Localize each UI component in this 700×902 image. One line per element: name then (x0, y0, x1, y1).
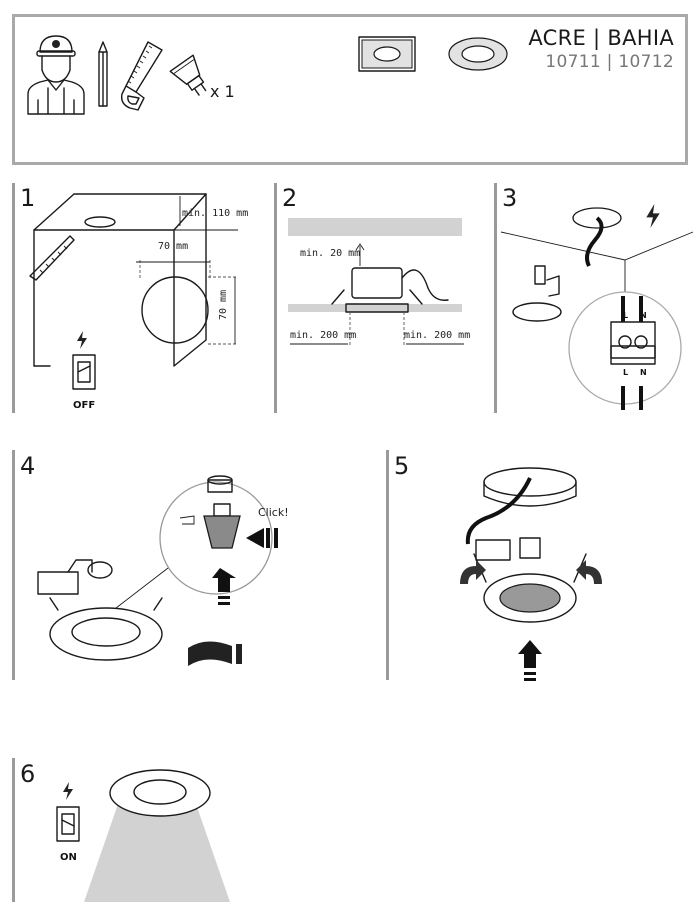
lightning-icon (646, 204, 660, 228)
step-1-number: 1 (20, 184, 36, 212)
step-2-number: 2 (282, 184, 298, 212)
switch-icon (72, 354, 96, 390)
terminal-bottom-l: L (623, 368, 629, 377)
switch-off-label: OFF (73, 400, 96, 411)
switch-icon (56, 806, 80, 842)
gu10-bulb-icon (169, 54, 207, 96)
worker-icon (27, 35, 85, 115)
product-codes: 10711 | 10712 (545, 52, 674, 72)
cutout-width-label: 70 mm (158, 241, 189, 252)
min-depth-label: min. 110 mm (182, 208, 249, 219)
min-clearance-top-label: min. 20 mm (300, 248, 361, 259)
round-downlight-icon (448, 37, 508, 71)
cutout-height-label: 70 mm (218, 289, 229, 320)
step-6-number: 6 (20, 760, 36, 788)
step-3-bar (494, 183, 497, 413)
step-6-bar (12, 758, 15, 902)
step-1-ceiling-diagram (33, 193, 238, 367)
saw-icon (120, 41, 163, 111)
saw-icon (29, 235, 75, 281)
lightning-icon (77, 331, 87, 349)
step-3-number: 3 (502, 184, 518, 212)
min-side-left-label: min. 200 mm (290, 330, 357, 341)
square-downlight-icon (358, 36, 416, 72)
downlight-on-icon (109, 769, 211, 817)
terminal-top-l: L (623, 311, 629, 320)
product-title: ACRE | BAHIA (528, 26, 674, 50)
min-side-right-label: min. 200 mm (404, 330, 471, 341)
lightning-icon (63, 782, 73, 800)
step-5-mount-diagram (460, 467, 602, 681)
light-beam (84, 804, 230, 902)
step-2-install-diagram (288, 218, 464, 346)
step-4-lamp-insert-diagram (37, 475, 278, 666)
terminal-top-n: N (640, 311, 647, 320)
switch-on-label: ON (60, 852, 77, 863)
step-4-number: 4 (20, 452, 36, 480)
step-5-number: 5 (394, 452, 410, 480)
step-3-wiring-diagram (500, 207, 694, 410)
step-1-bar (12, 183, 15, 413)
header-box (12, 14, 688, 165)
step-4-bar (12, 450, 15, 680)
terminal-bottom-n: N (640, 368, 647, 377)
quantity-label: x 1 (210, 82, 235, 101)
step-2-bar (274, 183, 277, 413)
click-label: Click! (258, 506, 289, 519)
pencil-icon (98, 41, 108, 107)
step-5-bar (386, 450, 389, 680)
